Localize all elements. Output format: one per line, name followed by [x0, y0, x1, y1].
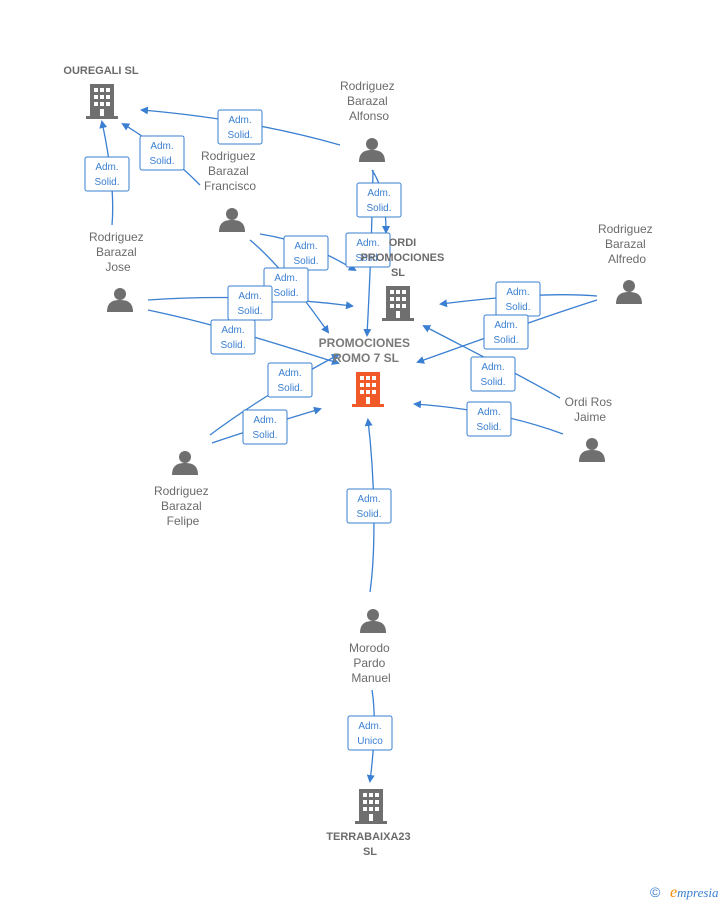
person-node-jaime[interactable]: Ordi Ros Jaime — [565, 395, 616, 462]
brand-letter: e — [670, 884, 678, 901]
svg-text:Solid.: Solid. — [277, 383, 302, 394]
svg-text:Solid.: Solid. — [356, 509, 381, 520]
svg-text:Solid.: Solid. — [293, 256, 318, 267]
edge-label-adm-unico: Adm. Unico — [347, 715, 393, 751]
edge-label-adm-solid: Adm. Solid. — [242, 409, 288, 445]
person-name: Rodriguez Barazal Jose — [89, 230, 147, 274]
edge-label-adm-solid: Adm. Solid. — [210, 319, 256, 355]
edge-label-adm-solid: Adm. Solid. — [267, 362, 313, 398]
svg-text:Solid.: Solid. — [220, 340, 245, 351]
svg-text:Unico: Unico — [357, 736, 383, 747]
edge-label-adm-solid: Adm. Solid. — [283, 235, 329, 271]
building-icon — [382, 286, 414, 321]
svg-text:Adm.: Adm. — [150, 141, 173, 152]
svg-text:Adm.: Adm. — [494, 320, 517, 331]
edge-label-adm-solid: Adm. Solid. — [470, 356, 516, 392]
brand-logo[interactable]: empresia — [670, 884, 719, 902]
person-node-alfredo[interactable]: Rodriguez Barazal Alfredo — [598, 222, 656, 304]
company-node-ordi-promociones[interactable]: ORDI PROMOCIONES SL — [361, 237, 448, 321]
person-icon — [359, 138, 385, 162]
svg-text:Solid.: Solid. — [366, 203, 391, 214]
building-icon — [86, 84, 118, 119]
person-node-jose[interactable]: Rodriguez Barazal Jose — [89, 230, 147, 312]
person-name: Rodriguez Barazal Francisco — [201, 149, 259, 193]
svg-text:Adm.: Adm. — [221, 325, 244, 336]
person-icon — [579, 438, 605, 462]
svg-text:Adm.: Adm. — [228, 115, 251, 126]
svg-text:Solid.: Solid. — [237, 306, 262, 317]
person-name: Rodriguez Barazal Felipe — [154, 484, 212, 528]
edge-label-adm-solid: Adm. Solid. — [466, 401, 512, 437]
svg-text:Adm.: Adm. — [481, 362, 504, 373]
svg-text:Solid.: Solid. — [480, 377, 505, 388]
svg-text:Adm.: Adm. — [238, 291, 261, 302]
svg-text:Adm.: Adm. — [506, 287, 529, 298]
building-icon — [355, 789, 387, 824]
person-node-francisco[interactable]: Rodriguez Barazal Francisco — [201, 149, 259, 232]
edges — [99, 106, 598, 783]
person-icon — [360, 609, 386, 633]
company-node-ouregali[interactable]: OUREGALI SL — [63, 65, 139, 119]
edge-label-adm-solid: Adm. Solid. — [483, 314, 529, 350]
edge-label-adm-solid: Adm. Solid. — [346, 488, 392, 524]
svg-text:Adm.: Adm. — [356, 238, 379, 249]
company-name: OUREGALI SL — [63, 65, 138, 77]
brand-text: mpresia — [677, 885, 719, 900]
svg-text:Adm.: Adm. — [253, 415, 276, 426]
svg-text:Adm.: Adm. — [95, 162, 118, 173]
person-icon — [172, 451, 198, 475]
svg-text:Adm.: Adm. — [357, 494, 380, 505]
person-name: Morodo Pardo Manuel — [349, 641, 393, 685]
svg-text:Solid.: Solid. — [149, 156, 174, 167]
edge-label-adm-solid: Adm. Solid. — [345, 232, 391, 268]
svg-text:Adm.: Adm. — [477, 407, 500, 418]
svg-text:Adm.: Adm. — [367, 188, 390, 199]
nodes: OUREGALI SL Rodriguez Barazal Alfonso Ro… — [63, 65, 656, 858]
person-node-manuel[interactable]: Morodo Pardo Manuel — [349, 609, 393, 685]
edge-label-adm-solid: Adm. Solid. — [227, 285, 273, 321]
svg-text:Solid.: Solid. — [252, 430, 277, 441]
edge-label-adm-solid: Adm. Solid. — [139, 135, 185, 171]
edge-label-adm-solid: Adm. Solid. — [263, 267, 309, 303]
person-name: Ordi Ros Jaime — [565, 395, 616, 424]
person-icon — [616, 280, 642, 304]
svg-text:Adm.: Adm. — [358, 721, 381, 732]
edge-label-adm-solid: Adm. Solid. — [217, 109, 263, 145]
company-name: ORDI PROMOCIONES SL — [361, 237, 448, 279]
company-node-terrabaixa[interactable]: TERRABAIXA23 SL — [326, 789, 413, 858]
edge-labels: Adm. Solid. Adm. Solid. Adm. Solid. Adm.… — [84, 109, 541, 751]
person-name: Rodriguez Barazal Alfredo — [598, 222, 656, 266]
edge-label-adm-solid: Adm. Solid. — [495, 281, 541, 317]
person-name: Rodriguez Barazal Alfonso — [340, 79, 398, 123]
svg-text:Solid.: Solid. — [476, 422, 501, 433]
building-icon — [352, 372, 384, 407]
copyright-icon: © — [650, 884, 661, 900]
company-name: TERRABAIXA23 SL — [326, 831, 413, 858]
svg-text:Solid.: Solid. — [355, 253, 380, 264]
person-icon — [107, 288, 133, 312]
svg-text:Adm.: Adm. — [294, 241, 317, 252]
svg-text:Solid.: Solid. — [493, 335, 518, 346]
svg-text:Solid.: Solid. — [273, 288, 298, 299]
svg-text:Solid.: Solid. — [505, 302, 530, 313]
company-name: PROMOCIONES ROMO 7 SL — [319, 336, 414, 365]
svg-text:Adm.: Adm. — [274, 273, 297, 284]
company-node-main[interactable]: PROMOCIONES ROMO 7 SL — [319, 336, 414, 407]
svg-text:Solid.: Solid. — [227, 130, 252, 141]
person-icon — [219, 208, 245, 232]
svg-text:Adm.: Adm. — [278, 368, 301, 379]
edge-label-adm-solid: Adm. Solid. — [84, 156, 130, 192]
person-node-felipe[interactable]: Rodriguez Barazal Felipe — [154, 451, 212, 528]
person-node-alfonso[interactable]: Rodriguez Barazal Alfonso — [340, 79, 398, 162]
svg-text:Solid.: Solid. — [94, 177, 119, 188]
edge-label-adm-solid: Adm. Solid. — [356, 182, 402, 218]
